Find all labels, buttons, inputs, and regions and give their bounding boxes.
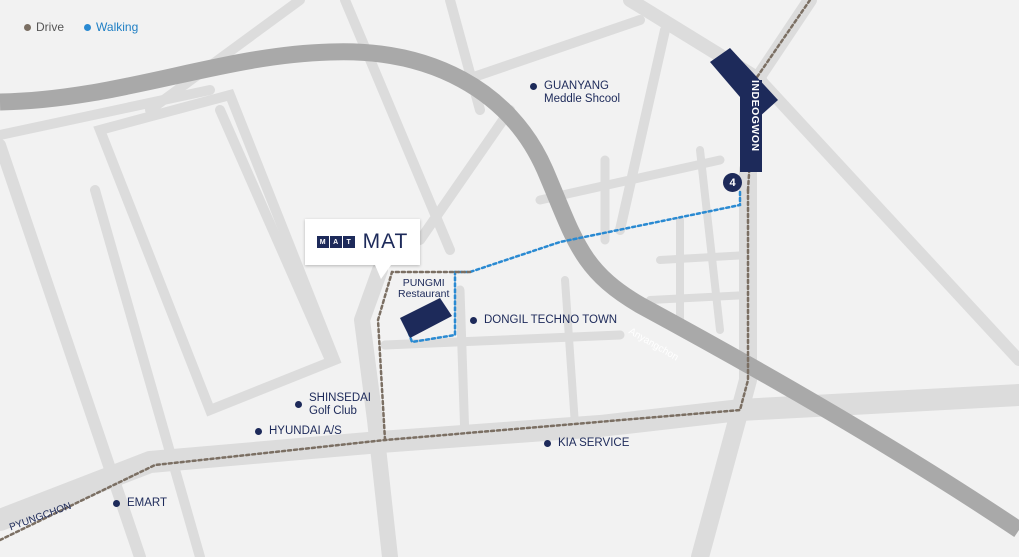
road-mid-diagonal [415, 105, 515, 245]
poi-hyundai-line1: HYUNDAI A/S [269, 425, 342, 437]
road-grid-1 [535, 155, 725, 205]
poi-shinsedai-line2: Golf Club [309, 405, 357, 417]
road-guanyang [460, 15, 645, 85]
poi-pin [113, 500, 120, 507]
legend-drive: Drive [24, 20, 64, 34]
poi-shinsedai-line1: SHINSEDAI [309, 392, 371, 404]
building-shape [400, 298, 452, 338]
restaurant-line2: Restaurant [398, 288, 450, 300]
road-mid-vertical [455, 285, 470, 445]
poi-pin [530, 83, 537, 90]
poi-shinsedai: SHINSEDAI Golf Club [295, 392, 371, 418]
poi-kia-line1: KIA SERVICE [558, 437, 630, 449]
road-grid-4 [656, 251, 752, 264]
building-mat [400, 298, 452, 338]
road-top-vertical [615, 25, 670, 235]
road-main-horizontal [0, 384, 1019, 531]
station-name: INDEOGWON [749, 80, 761, 152]
legend-drive-label: Drive [36, 20, 65, 34]
poi-hyundai: HYUNDAI A/S [255, 425, 342, 438]
poi-dongil: DONGIL TECHNO TOWN [470, 314, 617, 327]
road-grid-6 [646, 291, 752, 304]
station-block [710, 48, 778, 172]
mat-logo-m: M [316, 236, 329, 248]
mat-name: MAT [362, 230, 409, 253]
poi-emart-line1: EMART [127, 497, 168, 509]
road-top-left [145, 0, 305, 115]
poi-pin [544, 440, 551, 447]
poi-guanyang-line1: GUANYANG [544, 80, 609, 92]
road-mid-horizontal [380, 330, 625, 350]
road-grid-3 [696, 146, 724, 334]
poi-guanyang: GUANYANG Meddle Shcool [530, 80, 620, 106]
road-top-diagonal [340, 0, 455, 255]
road-left-right-bound [215, 105, 335, 365]
restaurant-label: PUNGMI Restaurant [398, 278, 449, 300]
highway-anyangchon [0, 43, 1019, 538]
mat-logo-t: T [342, 236, 355, 248]
highway [0, 43, 1019, 538]
legend-walking-label: Walking [96, 20, 139, 34]
poi-pin [255, 428, 262, 435]
station-indeogwon-vertical [740, 80, 762, 172]
road-left-diagonal [0, 139, 146, 557]
mat-logo-a: A [329, 236, 342, 248]
legend: Drive Walking [24, 20, 138, 34]
poi-pin [295, 401, 302, 408]
road-left-diagonal-2 [90, 185, 205, 557]
poi-pin [470, 317, 477, 324]
poi-emart: EMART [113, 497, 167, 510]
poi-dongil-line1: DONGIL TECHNO TOWN [484, 314, 618, 326]
road-mid-vertical-2 [561, 276, 579, 429]
mat-callout: M A T MAT [305, 219, 420, 279]
road-diagonal-right [754, 74, 1019, 366]
block-large-left [93, 89, 342, 417]
road-left-cross [0, 85, 215, 140]
station-exit-badge: 4 [723, 173, 742, 192]
legend-walking: Walking [84, 20, 138, 34]
poi-guanyang-line2: Meddle Shcool [544, 93, 621, 105]
restaurant-line1: PUNGMI [402, 277, 445, 289]
drive-path-main [0, 188, 750, 542]
blocks [93, 89, 342, 417]
poi-kia: KIA SERVICE [544, 437, 629, 450]
legend-drive-dot [24, 23, 31, 31]
mat-logo: M A T [316, 236, 355, 248]
road-left-column [354, 262, 398, 557]
legend-walking-dot [84, 23, 92, 31]
drive-path-restaurant [376, 270, 472, 442]
